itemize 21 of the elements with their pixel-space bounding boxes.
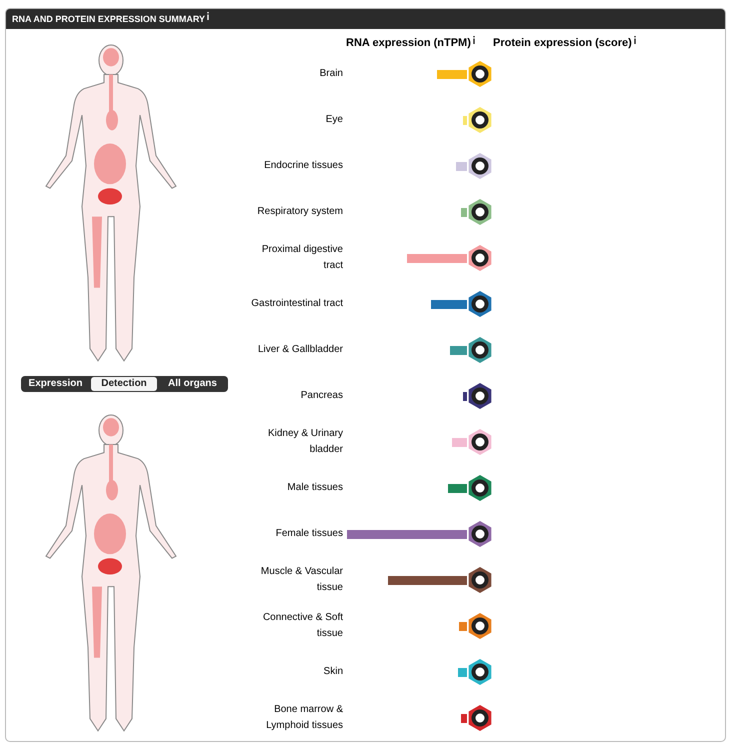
tissue-label: Male tissues [286, 481, 343, 495]
column-header: Protein expression (score) [493, 37, 632, 49]
tissue-label: Female tissues [274, 527, 343, 541]
panel-title: RNA AND PROTEIN EXPRESSION SUMMARY [12, 14, 206, 24]
tissue-label: Gastrointestinal tract [250, 297, 343, 311]
tissue-label: Endocrine tissues [263, 159, 343, 173]
tissue-label: Brain [318, 67, 343, 81]
column-header: RNA expression (nTPM) [346, 37, 471, 49]
tissue-label: Bone marrow & Lymphoid tissues [265, 703, 343, 733]
tissue-label: Muscle & Vascular tissue [260, 565, 343, 595]
tissue-label: Connective & Soft tissue [262, 611, 343, 641]
tab: Expression [23, 377, 88, 391]
tissue-label: Skin [322, 665, 343, 679]
tissue-label: Respiratory system [256, 205, 343, 219]
tissue-label: Liver & Gallbladder [256, 343, 343, 357]
active-tab: Detection [91, 377, 157, 391]
tissue-label: Proximal digestive tract [260, 243, 343, 273]
tissue-label: Eye [324, 113, 343, 127]
tissue-label: Pancreas [300, 389, 343, 403]
tab: All organs [159, 377, 226, 391]
tissue-label: Kidney & Urinary bladder [266, 427, 343, 457]
